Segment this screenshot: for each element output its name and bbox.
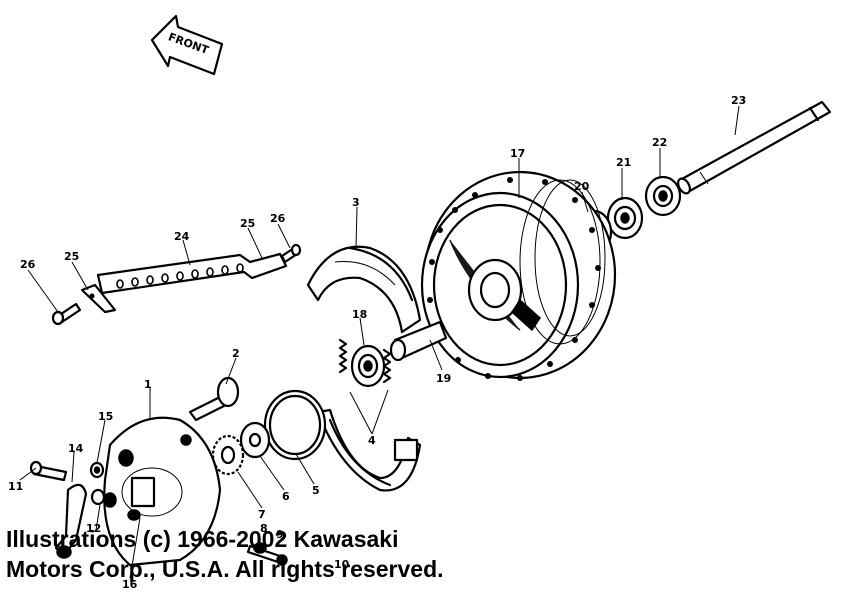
seal-ring <box>263 389 327 461</box>
part-label-11: 11 <box>8 480 23 493</box>
part-labels: 1 2 3 4 5 6 7 8 9 10 11 12 14 15 16 17 1… <box>8 94 746 591</box>
gear <box>211 434 245 476</box>
brake-shoe-lower <box>316 408 422 492</box>
part-label-2: 2 <box>232 347 240 360</box>
part-label-25-left: 25 <box>64 250 79 263</box>
part-label-5: 5 <box>312 484 320 497</box>
copyright-notice: Illustrations (c) 1966-2002 Kawasaki Mot… <box>6 524 444 584</box>
brake-springs <box>338 338 392 384</box>
part-label-26-left: 26 <box>20 258 36 271</box>
part-label-12: 12 <box>86 522 101 535</box>
part-label-24: 24 <box>174 230 190 243</box>
part-label-25-right: 25 <box>240 217 255 230</box>
bearing-21 <box>606 196 644 240</box>
part-label-1: 1 <box>144 378 152 391</box>
torque-arm <box>96 252 288 295</box>
part-label-18: 18 <box>352 308 367 321</box>
axle <box>677 100 832 195</box>
bearing-18 <box>350 344 386 388</box>
copyright-line-2: Motors Corp., U.S.A. All rights reserved… <box>6 556 444 582</box>
nut-15 <box>89 461 105 479</box>
brake-panel <box>103 416 222 567</box>
part-label-15: 15 <box>98 410 113 423</box>
part-label-19: 19 <box>436 372 451 385</box>
brake-lever <box>54 483 88 559</box>
part-label-16: 16 <box>122 578 138 591</box>
washer <box>239 421 271 459</box>
clip-left <box>80 283 117 314</box>
front-direction-arrow: FRONT <box>150 14 224 76</box>
part-label-21: 21 <box>616 156 631 169</box>
part-label-26-right: 26 <box>270 212 286 225</box>
leader-lines <box>19 105 740 579</box>
part-label-7: 7 <box>258 508 266 521</box>
part-label-3: 3 <box>352 196 360 209</box>
part-label-6: 6 <box>282 490 290 503</box>
wheel-hub <box>420 170 617 381</box>
bolt-right <box>280 243 302 264</box>
bolt-left <box>51 302 82 326</box>
part-label-10: 10 <box>334 558 350 571</box>
bolt-11 <box>29 460 68 482</box>
spacer <box>389 320 448 362</box>
part-label-17: 17 <box>510 147 525 160</box>
part-label-23: 23 <box>731 94 746 107</box>
brake-shoe-upper <box>306 245 422 334</box>
part-label-22: 22 <box>652 136 667 149</box>
part-label-8: 8 <box>260 522 268 535</box>
bolt-10 <box>246 542 288 566</box>
brake-cam <box>188 376 240 422</box>
nut-12 <box>90 488 117 508</box>
part-label-9: 9 <box>276 528 284 541</box>
bearing-22 <box>644 175 682 217</box>
part-label-20: 20 <box>574 180 590 193</box>
part-label-4: 4 <box>368 434 376 447</box>
part-label-14: 14 <box>68 442 84 455</box>
copyright-line-1: Illustrations (c) 1966-2002 Kawasaki <box>6 526 399 552</box>
